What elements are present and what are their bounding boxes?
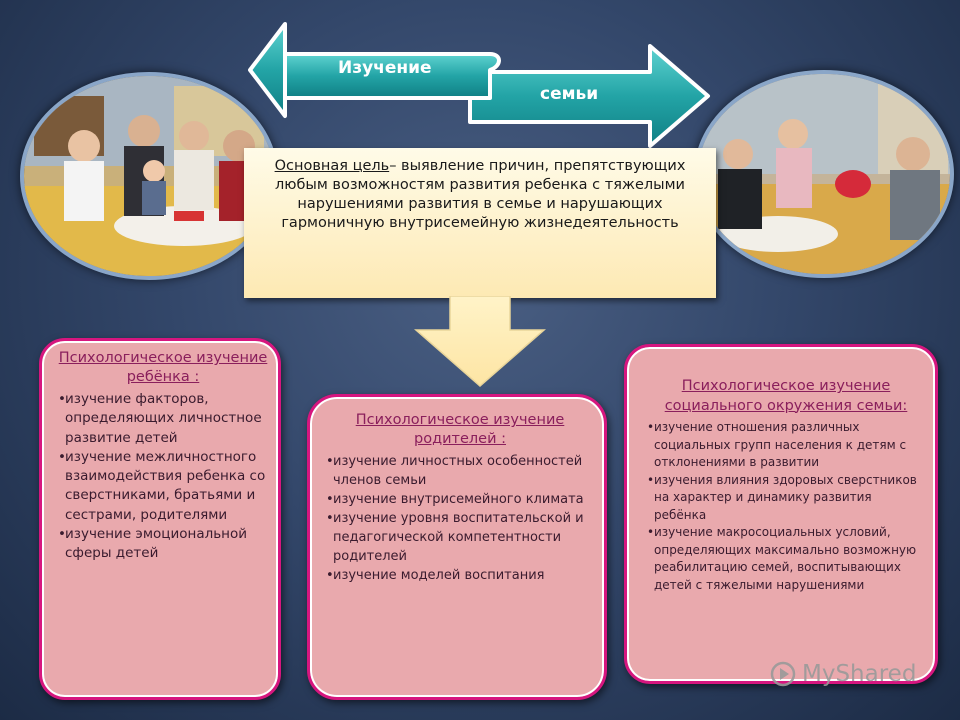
list-item: изучение отношения различных социальных … [647,419,925,472]
card-social-list: изучение отношения различных социальных … [647,419,925,594]
list-item: изучение моделей воспитания [326,566,594,585]
down-arrow-icon [414,296,546,387]
banner-word-study: Изучение [338,58,432,78]
goal-text: – выявление причин, препятствующих любым… [275,158,686,231]
card-social-study: Психологическое изучение социального окр… [624,344,938,684]
banner-word-family: семьи [540,84,599,104]
card-parents-title: Психологическое изучение родителей : [355,412,565,447]
list-item: изучение межличностного взаимодействия р… [58,448,268,525]
play-icon [770,661,796,687]
list-item: изучение уровня воспитательской и педаго… [326,509,594,566]
list-item: изучение факторов, определяющих личностн… [58,390,268,448]
list-item: изучение макросоциальных условий, опреде… [647,524,925,594]
card-parents-study: Психологическое изучение родителей : изу… [307,394,607,700]
list-item: изучение внутрисемейного климата [326,490,594,509]
watermark: MyShared [770,658,920,690]
list-item: изучение личностных особенностей членов … [326,452,594,490]
card-social-title: Психологическое изучение социального окр… [664,378,908,414]
photo-family-left [20,72,278,280]
goal-label: Основная цель [274,158,390,174]
card-child-title: Психологическое изучение ребёнка : [58,350,268,385]
card-child-list: изучение факторов, определяющих личностн… [58,390,268,564]
banner-arrow [248,22,710,148]
card-child-study: Психологическое изучение ребёнка : изуче… [39,338,281,700]
photo-family-right [694,70,954,278]
list-item: изучение эмоциональной сферы детей [58,525,268,564]
list-item: изучения влияния здоровых сверстников на… [647,472,925,525]
card-parents-list: изучение личностных особенностей членов … [326,452,594,585]
watermark-text: MyShared [802,661,917,687]
goal-box: Основная цель– выявление причин, препятс… [244,148,716,298]
